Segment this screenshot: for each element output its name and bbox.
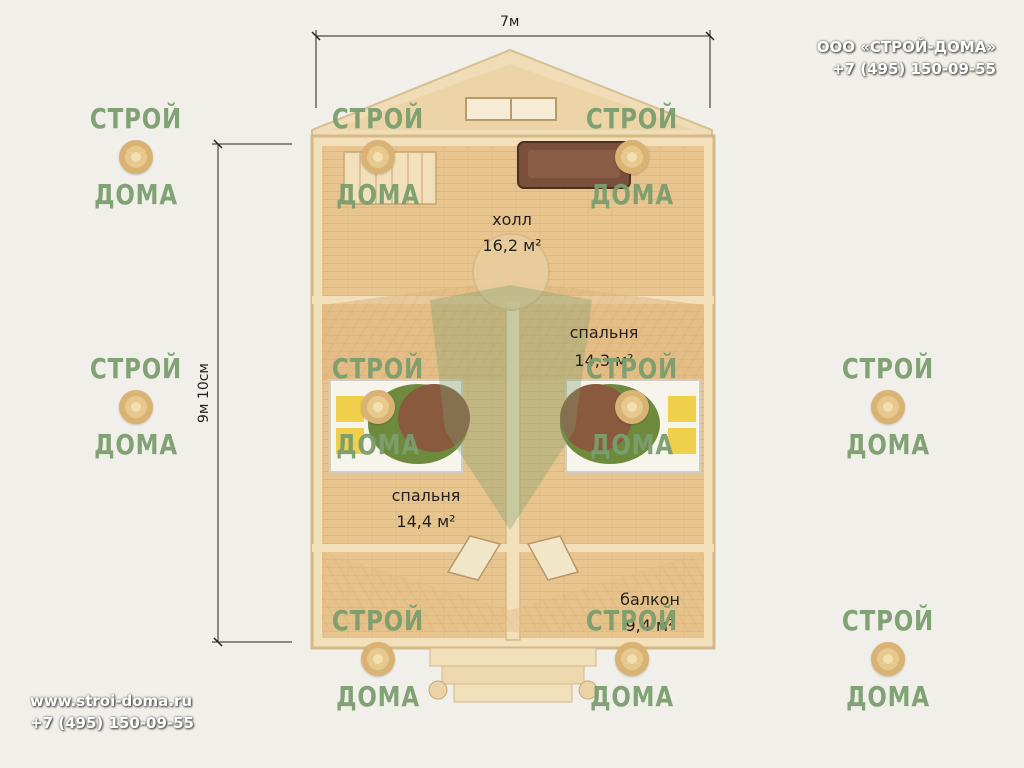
watermark-word: ДОМА — [590, 680, 674, 713]
watermark-word: ДОМА — [94, 428, 178, 461]
watermark-word: СТРОЙ — [585, 604, 679, 637]
watermark-word: СТРОЙ — [89, 102, 183, 135]
watermark-word: СТРОЙ — [89, 352, 183, 385]
log-icon — [119, 140, 153, 174]
watermark-word: СТРОЙ — [841, 604, 935, 637]
log-icon — [361, 642, 395, 676]
room-area-hall: 16,2 м² — [482, 236, 542, 255]
company-info-top: ООО «СТРОЙ-ДОМА» +7 (495) 150-09-55 — [817, 36, 996, 80]
log-icon — [119, 390, 153, 424]
watermark-word: ДОМА — [336, 680, 420, 713]
room-name-hall: холл — [492, 210, 532, 229]
room-name-bedroom-right: спальня — [569, 323, 639, 342]
watermark-word: СТРОЙ — [841, 352, 935, 385]
log-icon — [615, 140, 649, 174]
length-dimension: 9м 10см — [196, 363, 212, 423]
watermark-word: СТРОЙ — [331, 102, 425, 135]
watermark-word: ДОМА — [336, 178, 420, 211]
watermark-word: ДОМА — [846, 680, 930, 713]
log-icon — [615, 642, 649, 676]
company-website[interactable]: www.stroi-doma.ru — [30, 692, 193, 710]
watermark-word: СТРОЙ — [585, 352, 679, 385]
watermark-word: СТРОЙ — [331, 604, 425, 637]
company-phone-top[interactable]: +7 (495) 150-09-55 — [832, 60, 996, 78]
watermark-word: ДОМА — [94, 178, 178, 211]
log-icon — [361, 140, 395, 174]
watermark-word: ДОМА — [336, 428, 420, 461]
room-name-balcony: балкон — [620, 590, 680, 609]
company-info-bottom: www.stroi-doma.ru +7 (495) 150-09-55 — [30, 690, 194, 734]
log-icon — [871, 390, 905, 424]
company-phone-bottom[interactable]: +7 (495) 150-09-55 — [30, 714, 194, 732]
watermark-word: ДОМА — [590, 428, 674, 461]
log-icon — [361, 390, 395, 424]
watermark-word: СТРОЙ — [585, 102, 679, 135]
watermark-word: ДОМА — [846, 428, 930, 461]
room-area-bedroom-left: 14,4 м² — [396, 512, 456, 531]
log-icon — [871, 642, 905, 676]
width-dimension: 7м — [500, 14, 520, 30]
watermark-word: СТРОЙ — [331, 352, 425, 385]
room-area-bedroom-right: 14,3 м² — [574, 351, 634, 370]
room-name-bedroom-left: спальня — [391, 486, 461, 505]
company-name: ООО «СТРОЙ-ДОМА» — [816, 38, 996, 56]
watermark-word: ДОМА — [590, 178, 674, 211]
room-area-balcony: 9,4 м² — [625, 616, 675, 635]
log-icon — [615, 390, 649, 424]
